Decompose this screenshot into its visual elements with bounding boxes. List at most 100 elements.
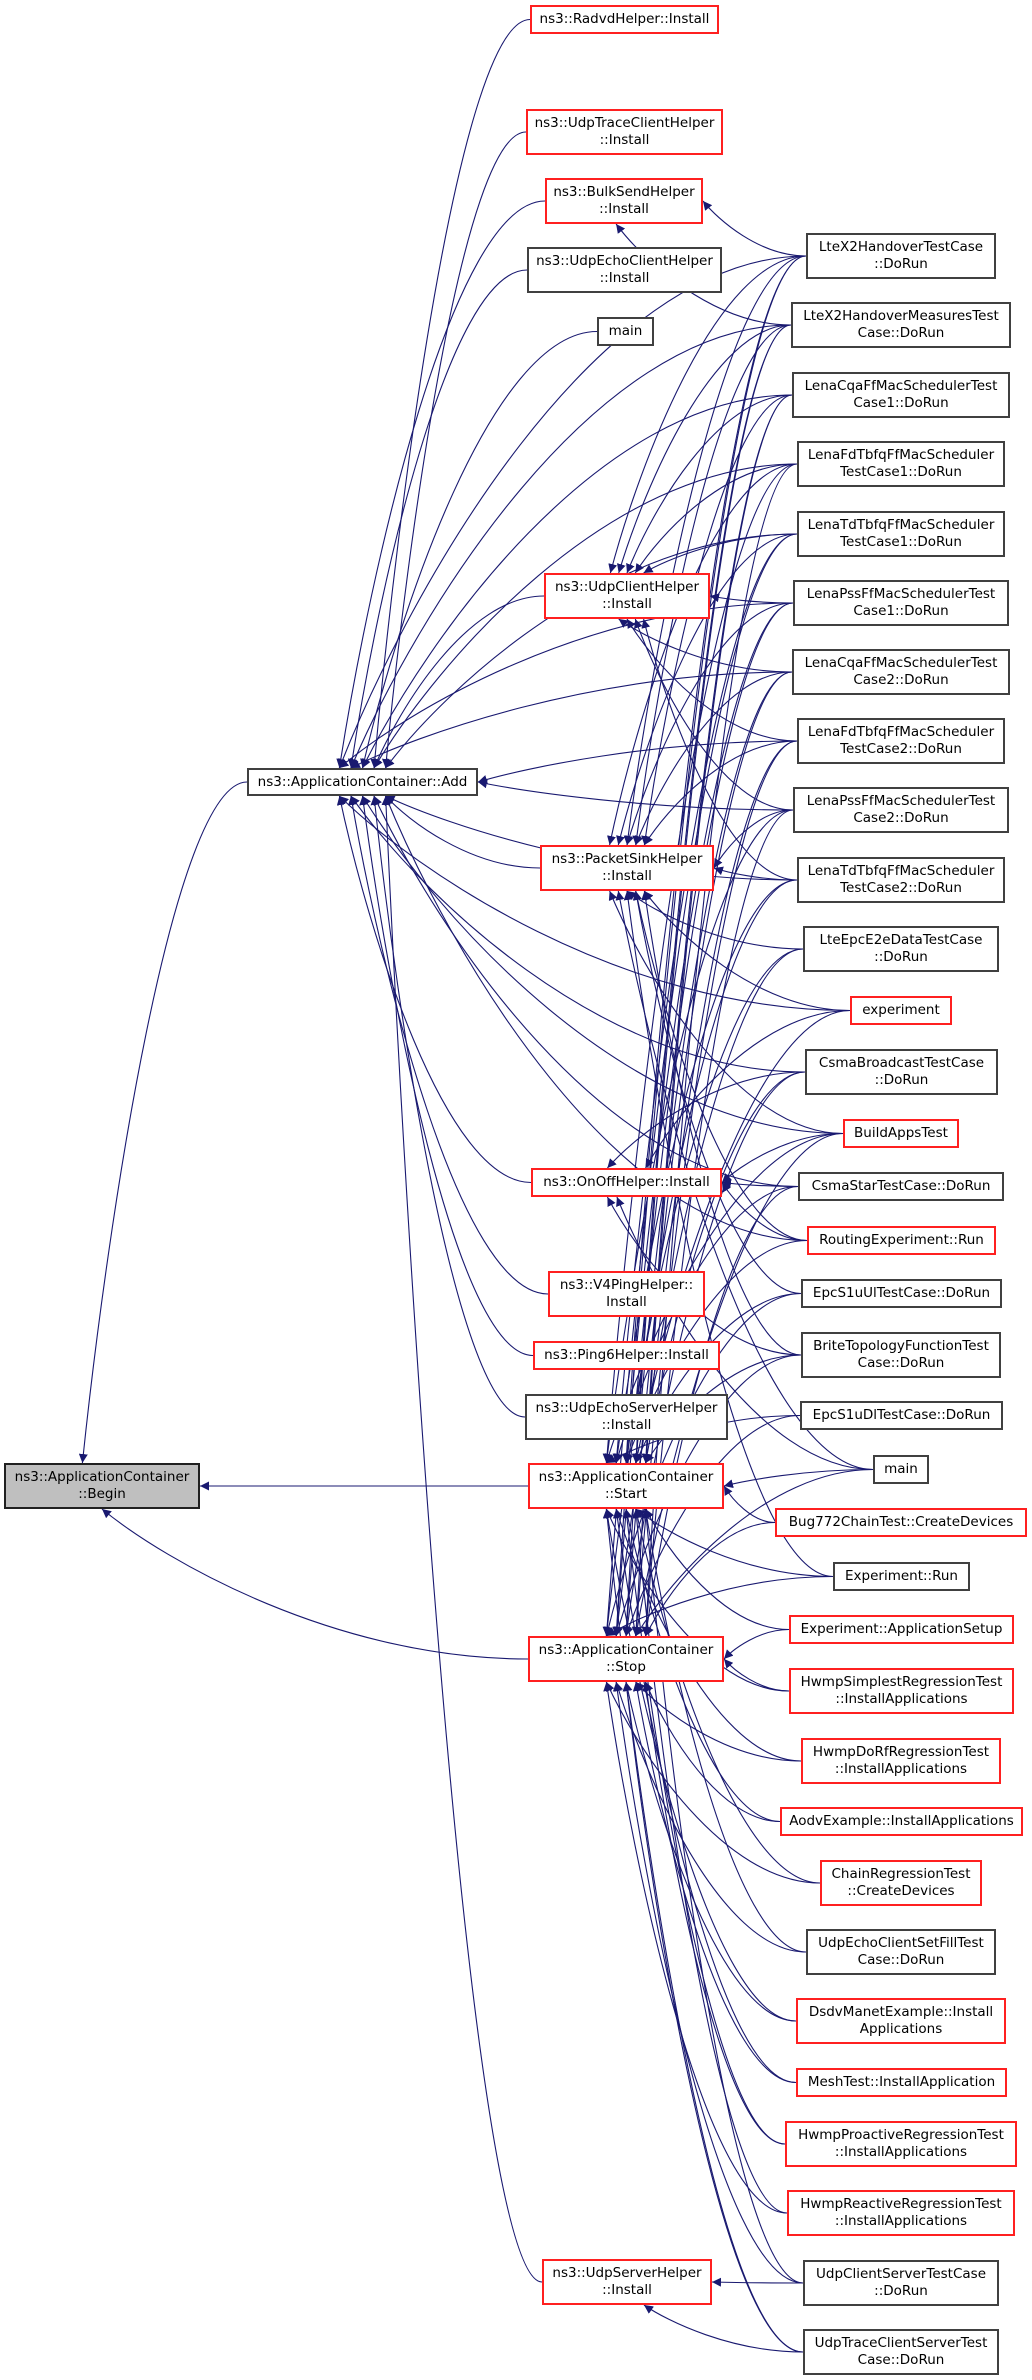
node-s1udl[interactable]: EpcS1uDlTestCase::DoRun	[800, 1401, 1003, 1430]
node-start[interactable]: ns3::ApplicationContainer ::Start	[528, 1463, 724, 1509]
edge-main2-to-stop	[635, 1468, 874, 1637]
node-experiment[interactable]: experiment	[850, 996, 952, 1025]
node-hwmpreactive[interactable]: HwmpReactiveRegressionTest ::InstallAppl…	[787, 2190, 1015, 2236]
edge-stop-to-begin	[101, 1508, 529, 1660]
edge-routingexp-to-packetsink	[633, 890, 808, 1242]
node-exprun[interactable]: Experiment::Run	[833, 1562, 970, 1591]
node-bug772[interactable]: Bug772ChainTest::CreateDevices	[775, 1508, 1027, 1537]
node-stop[interactable]: ns3::ApplicationContainer ::Stop	[528, 1636, 724, 1682]
edge-v4ping-to-add	[348, 795, 549, 1295]
node-udpechofill[interactable]: UdpEchoClientSetFillTest Case::DoRun	[806, 1929, 996, 1975]
node-ping6[interactable]: ns3::Ping6Helper::Install	[533, 1341, 720, 1370]
edge-hwmpdorf-to-stop	[635, 1681, 802, 1762]
node-pss1[interactable]: LenaPssFfMacSchedulerTest Case1::DoRun	[793, 580, 1009, 626]
edge-exprun-to-stop	[606, 1575, 834, 1637]
node-v4ping[interactable]: ns3::V4PingHelper:: Install	[548, 1271, 705, 1317]
node-chain[interactable]: ChainRegressionTest ::CreateDevices	[820, 1860, 982, 1906]
node-td1[interactable]: LenaTdTbfqFfMacScheduler TestCase1::DoRu…	[797, 511, 1005, 557]
edge-ltex2-to-bulksend	[702, 200, 807, 257]
edge-exprun-to-packetsink	[623, 890, 834, 1578]
edge-udpcs-to-udpserver	[711, 2277, 804, 2287]
node-radvd[interactable]: ns3::RadvdHelper::Install	[530, 5, 719, 34]
edge-fd1-to-add	[373, 463, 798, 769]
edge-udpclient-to-add	[373, 595, 545, 769]
edge-s1uul-to-packetsink	[632, 890, 802, 1295]
node-udpechoclient[interactable]: ns3::UdpEchoClientHelper ::Install	[527, 247, 722, 293]
node-s1uul[interactable]: EpcS1uUlTestCase::DoRun	[801, 1279, 1002, 1308]
node-fd1[interactable]: LenaFdTbfqFfMacScheduler TestCase1::DoRu…	[797, 441, 1005, 487]
edge-main2-to-start	[723, 1468, 874, 1489]
node-fd2[interactable]: LenaFdTbfqFfMacScheduler TestCase2::DoRu…	[797, 718, 1005, 764]
edge-hwmpsimplest-to-stop	[723, 1658, 790, 1692]
edge-main2-to-packetsink	[615, 890, 874, 1471]
node-hwmpsimplest[interactable]: HwmpSimplestRegressionTest ::InstallAppl…	[789, 1668, 1014, 1714]
edge-e2e-to-stop	[612, 948, 804, 1637]
edge-udpcs-to-start	[641, 1508, 804, 2284]
node-ltex2m[interactable]: LteX2HandoverMeasuresTest Case::DoRun	[791, 302, 1011, 348]
edge-udpechofill-to-start	[642, 1508, 807, 1953]
node-dsdv[interactable]: DsdvManetExample::Install Applications	[796, 1998, 1006, 2044]
node-buildapps[interactable]: BuildAppsTest	[843, 1119, 959, 1148]
node-aodv[interactable]: AodvExample::InstallApplications	[780, 1807, 1023, 1836]
edge-udpechoclient-to-add	[347, 269, 528, 769]
node-add[interactable]: ns3::ApplicationContainer::Add	[247, 768, 478, 796]
node-begin[interactable]: ns3::ApplicationContainer ::Begin	[4, 1463, 200, 1509]
node-udpclient[interactable]: ns3::UdpClientHelper ::Install	[544, 573, 710, 619]
node-td2[interactable]: LenaTdTbfqFfMacScheduler TestCase2::DoRu…	[797, 857, 1005, 903]
node-main2[interactable]: main	[873, 1455, 929, 1484]
node-expapp[interactable]: Experiment::ApplicationSetup	[789, 1615, 1014, 1644]
node-udpserver[interactable]: ns3::UdpServerHelper ::Install	[542, 2259, 712, 2305]
edge-routingexp-to-onoff	[721, 1182, 808, 1242]
edge-td2-to-packetsink	[713, 866, 798, 881]
node-e2e[interactable]: LteEpcE2eDataTestCase ::DoRun	[803, 926, 999, 972]
edge-dsdv-to-stop	[623, 1681, 797, 2022]
node-csmabc[interactable]: CsmaBroadcastTestCase ::DoRun	[805, 1049, 998, 1095]
node-pss2[interactable]: LenaPssFfMacSchedulerTest Case2::DoRun	[793, 787, 1009, 833]
edge-ltex2-to-packetsink	[623, 255, 807, 846]
edge-ltex2m-to-packetsink	[632, 324, 792, 846]
node-udptcs[interactable]: UdpTraceClientServerTest Case::DoRun	[803, 2329, 999, 2375]
edge-pss1-to-stop	[612, 602, 794, 1637]
node-hwmpproactive[interactable]: HwmpProactiveRegressionTest ::InstallApp…	[785, 2121, 1017, 2167]
node-cqa1[interactable]: LenaCqaFfMacSchedulerTest Case1::DoRun	[792, 372, 1010, 418]
node-mesh[interactable]: MeshTest::InstallApplication	[796, 2068, 1007, 2097]
edge-pss2-to-add	[477, 779, 794, 811]
edge-td1-to-packetsink	[616, 533, 798, 846]
node-udpechoserver[interactable]: ns3::UdpEchoServerHelper ::Install	[525, 1394, 728, 1440]
node-brite[interactable]: BriteTopologyFunctionTest Case::DoRun	[801, 1332, 1001, 1378]
node-main1[interactable]: main	[597, 317, 654, 346]
node-bulksend[interactable]: ns3::BulkSendHelper ::Install	[545, 178, 703, 224]
node-onoff[interactable]: ns3::OnOffHelper::Install	[531, 1168, 722, 1197]
edge-ltex2m-to-add	[350, 324, 792, 769]
edge-mesh-to-stop	[632, 1681, 797, 2084]
edge-brite-to-stop	[614, 1354, 802, 1637]
edge-hwmpproactive-to-start	[622, 1508, 786, 2145]
edge-bug772-to-start	[723, 1485, 776, 1524]
edge-ltex2-to-add	[338, 255, 807, 769]
edge-e2e-to-packetsink	[626, 890, 804, 950]
node-csmastar[interactable]: CsmaStarTestCase::DoRun	[798, 1172, 1004, 1201]
edge-pss1-to-start	[622, 602, 794, 1464]
edge-fd2-to-add	[477, 740, 798, 784]
edge-cqa1-to-udpclient	[626, 394, 793, 574]
edge-cqa1-to-add	[362, 394, 793, 769]
edge-hwmpproactive-to-stop	[642, 1681, 786, 2145]
edge-bulksend-to-add	[336, 200, 546, 769]
edge-cqa2-to-packetsink	[634, 671, 793, 846]
node-routingexp[interactable]: RoutingExperiment::Run	[807, 1226, 996, 1255]
node-hwmpdorf[interactable]: HwmpDoRfRegressionTest ::InstallApplicat…	[801, 1738, 1001, 1784]
node-udptraceclient[interactable]: ns3::UdpTraceClientHelper ::Install	[526, 109, 723, 155]
edge-packetsink-to-add	[385, 795, 541, 869]
edge-pss1-to-packetsink	[625, 602, 794, 846]
edge-hwmpreactive-to-stop	[603, 1681, 788, 2214]
edge-routingexp-to-add	[384, 795, 808, 1242]
node-packetsink[interactable]: ns3::PacketSinkHelper ::Install	[540, 845, 714, 891]
node-udpcs[interactable]: UdpClientServerTestCase ::DoRun	[803, 2260, 999, 2306]
node-cqa2[interactable]: LenaCqaFfMacSchedulerTest Case2::DoRun	[792, 649, 1010, 695]
edge-cqa2-to-add	[350, 671, 793, 769]
edge-td1-to-udpclient	[643, 533, 798, 574]
edge-hwmpsimplest-to-start	[605, 1508, 790, 1692]
edge-td1-to-stop	[602, 533, 798, 1637]
node-ltex2[interactable]: LteX2HandoverTestCase ::DoRun	[806, 233, 996, 279]
